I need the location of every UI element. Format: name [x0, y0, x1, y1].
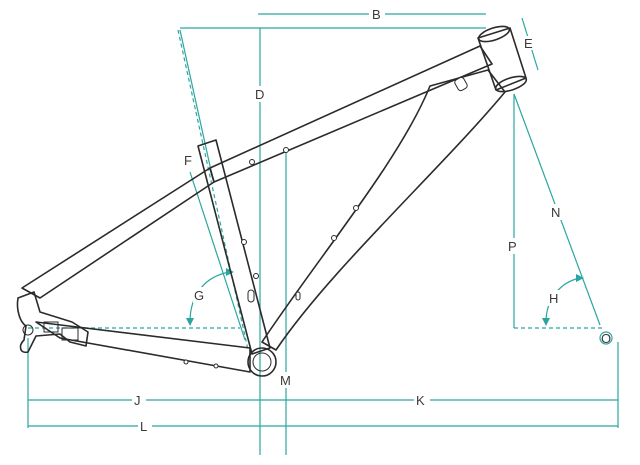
dim-arc-h-arrow2 [576, 274, 584, 282]
dim-arc-g-arrow [186, 318, 194, 326]
brake-mount-upper [43, 321, 59, 333]
label-m: M [279, 372, 295, 388]
label-g: G [193, 287, 207, 303]
label-b: B [369, 6, 385, 22]
rear-axle [22, 324, 34, 336]
svg-text:N: N [551, 205, 561, 220]
svg-text:D: D [255, 87, 265, 102]
top-tube-bolt-1 [249, 159, 255, 165]
down-tube-port [295, 291, 301, 301]
seat-tube [197, 139, 271, 355]
seat-tube-port [247, 289, 255, 303]
down-tube-bolt-1 [353, 205, 359, 211]
head-tube-badge [454, 76, 468, 92]
down-tube-bolt-2 [331, 235, 337, 241]
dim-seat-extension-solid [179, 29, 213, 176]
bottom-bracket-shell [247, 347, 277, 377]
label-f: F [182, 152, 194, 168]
seat-tube-bolt-1 [241, 239, 247, 245]
label-p: P [507, 238, 521, 254]
label-d: D [253, 86, 267, 102]
head-tube-top-cup [477, 25, 511, 43]
svg-text:G: G [194, 288, 205, 303]
svg-text:L: L [140, 419, 148, 434]
chainstay-guide-1 [183, 359, 189, 365]
label-l: L [138, 418, 152, 434]
label-n: N [550, 204, 564, 220]
svg-text:P: P [508, 239, 517, 254]
svg-text:F: F [184, 153, 192, 168]
chainstay-guide-2 [213, 363, 219, 369]
down-tube [261, 69, 506, 351]
label-o: O [601, 331, 612, 346]
svg-text:B: B [372, 7, 381, 22]
dim-seat-extension [177, 29, 249, 351]
dim-arc-h-arrow [542, 318, 550, 326]
chain-stay [35, 321, 251, 373]
svg-text:J: J [134, 393, 141, 408]
dim-line-f [189, 171, 246, 341]
bottom-bracket-inner [252, 352, 272, 372]
seat-tube-bolt-2 [253, 273, 259, 279]
label-k: K [414, 392, 430, 408]
svg-text:O: O [601, 331, 612, 346]
svg-text:E: E [524, 36, 533, 51]
front-axle-marker [599, 331, 613, 345]
head-tube-bottom-cup [494, 75, 528, 93]
label-e: E [522, 36, 536, 51]
svg-text:M: M [280, 373, 291, 388]
brake-mount-lower [61, 327, 79, 341]
svg-text:K: K [416, 393, 425, 408]
svg-text:H: H [549, 291, 559, 306]
label-j: J [132, 392, 146, 408]
seat-stay [21, 167, 215, 299]
top-tube-bolt-2 [283, 147, 289, 153]
rear-dropout [16, 291, 89, 354]
label-h: H [548, 290, 562, 306]
